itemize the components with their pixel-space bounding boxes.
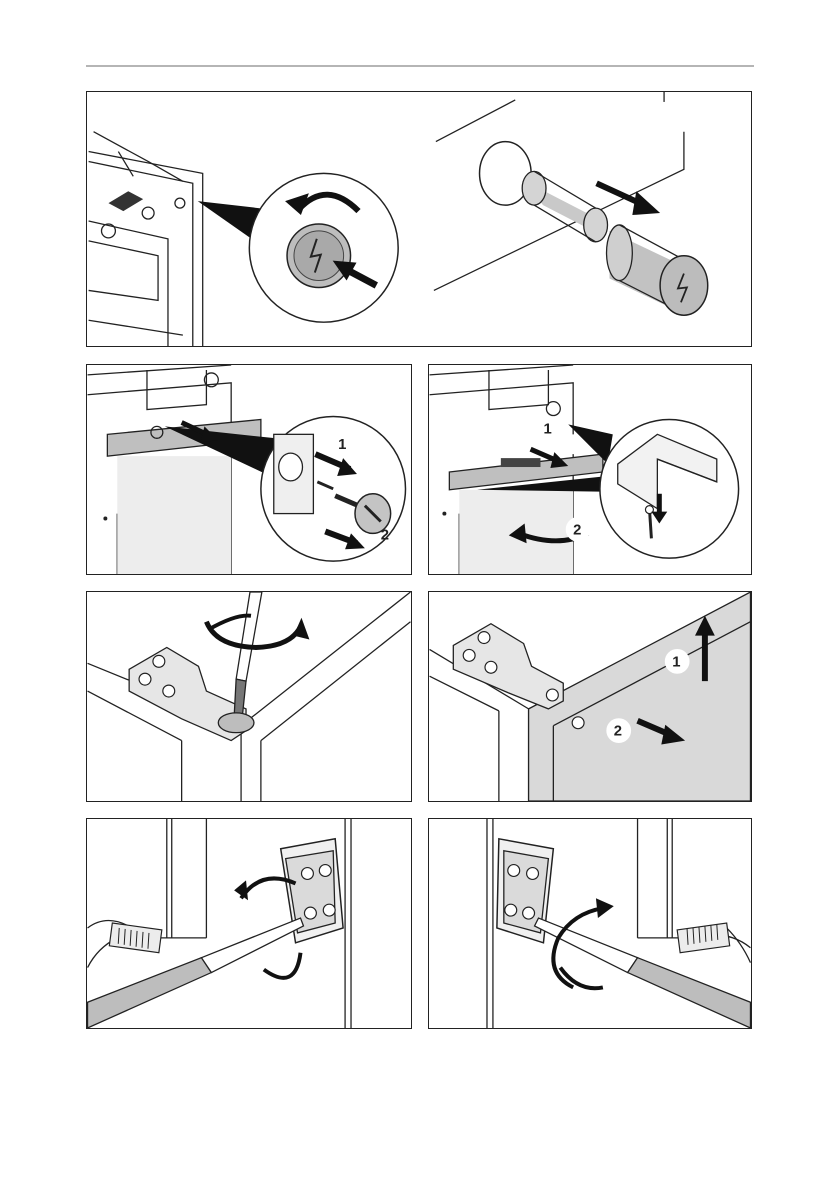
fig-lift-door-panel-drawing: 1 2 (429, 592, 751, 801)
button-cylinder (522, 171, 607, 241)
fig-remove-knob-screw-drawing: 1 2 (87, 365, 411, 574)
fig-remove-plinth-screw-drawing: 1 2 (429, 365, 751, 574)
step-label-2: 2 (614, 724, 622, 740)
knob-icon (546, 402, 560, 416)
step-label-2: 2 (573, 522, 581, 538)
fig-remove-knob-screw: 1 2 (86, 364, 412, 575)
button-cover (607, 225, 708, 315)
fig-adjust-hinge-right (428, 818, 752, 1029)
step-label-1: 1 (543, 421, 551, 437)
step-label-1: 1 (338, 437, 346, 453)
fig-adjust-hinge-right-drawing (429, 819, 751, 1028)
fig-adjust-hinge-left-drawing (87, 819, 411, 1028)
fig-unscrew-hinge-bracket (86, 591, 412, 802)
header-rule (86, 65, 754, 67)
vent-grille (501, 458, 541, 467)
fig-lift-door-panel: 1 2 (428, 591, 752, 802)
fig-remove-button-cover-drawing (87, 92, 751, 346)
fig-remove-button-cover (86, 91, 752, 347)
fig-unscrew-hinge-bracket-drawing (87, 592, 411, 801)
vent-grille (677, 923, 729, 953)
vent-grille (109, 923, 161, 953)
screwdriver-icon (234, 592, 262, 719)
fig-adjust-hinge-left (86, 818, 412, 1029)
step-label-1: 1 (672, 654, 680, 670)
step-label-2: 2 (381, 527, 389, 543)
fig-remove-plinth-screw: 1 2 (428, 364, 752, 575)
